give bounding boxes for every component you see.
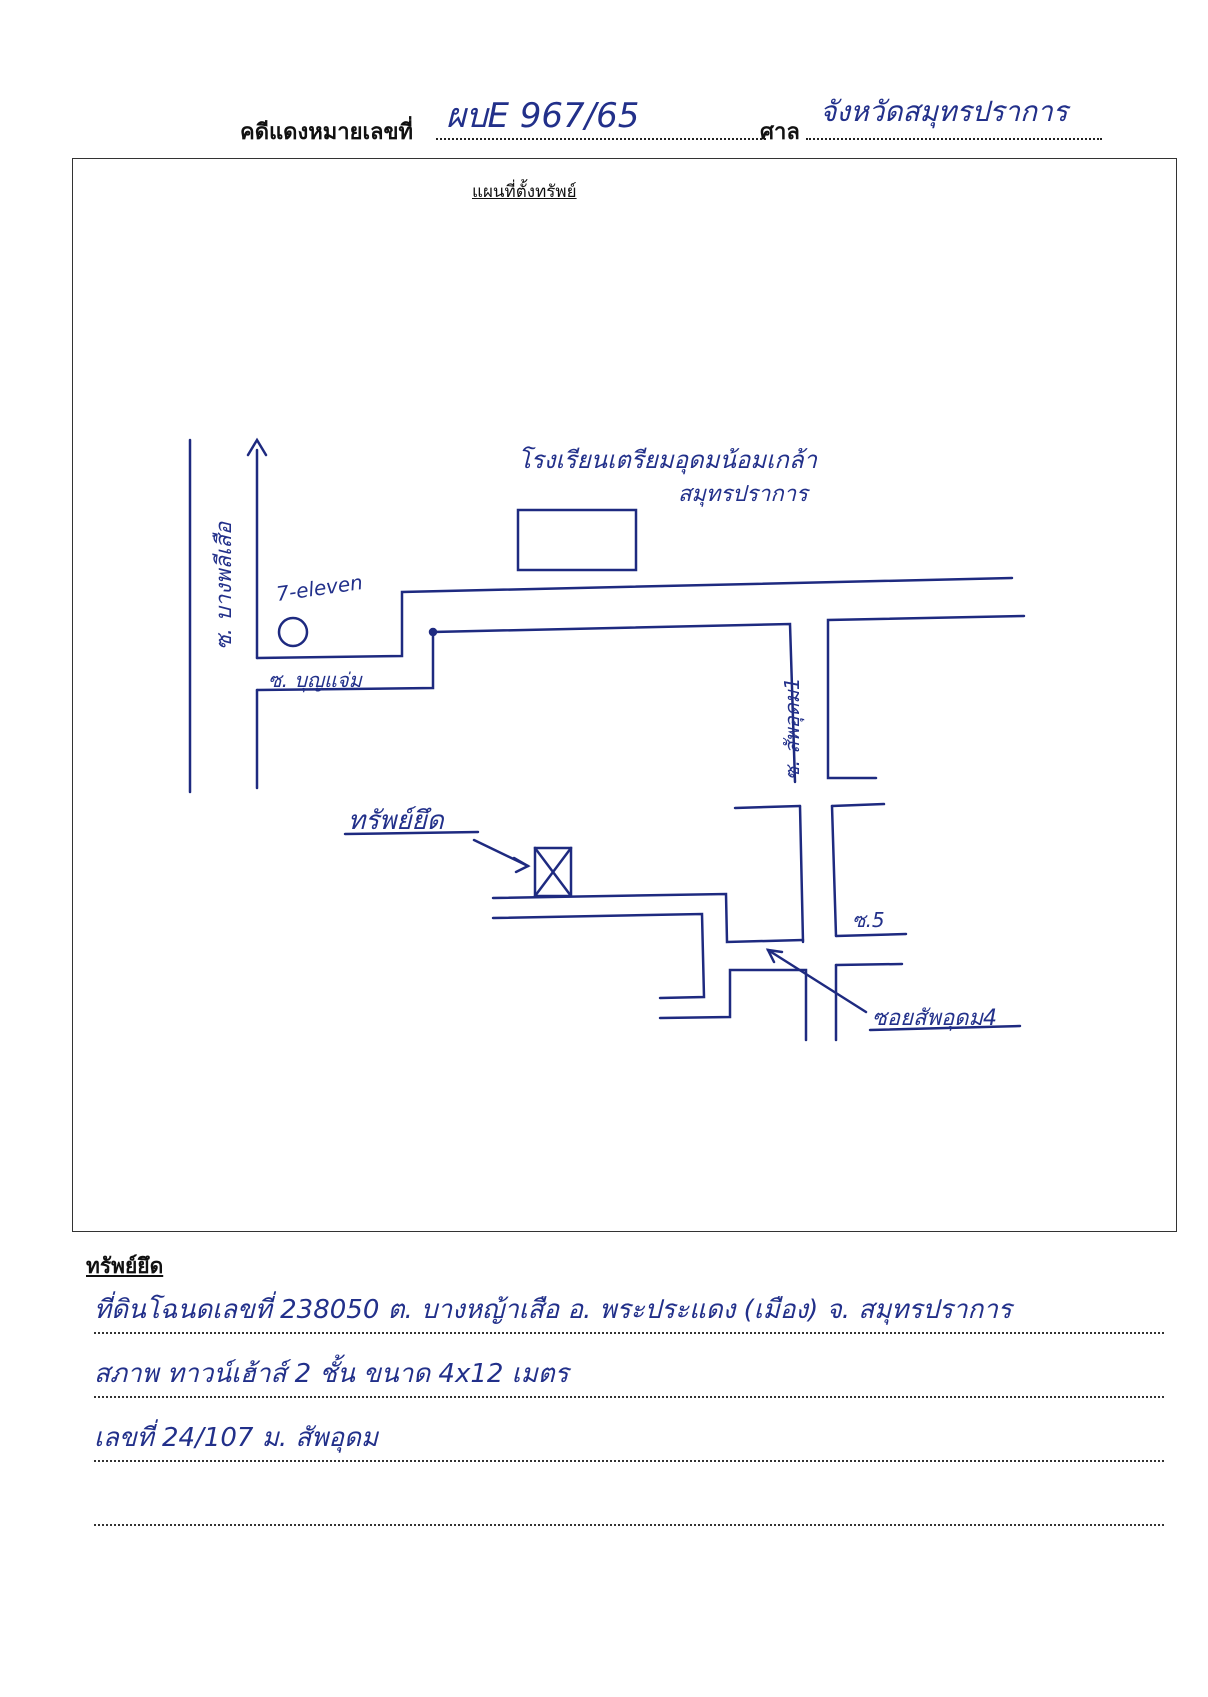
school-label: โรงเรียนเตรียมอุดมน้อมเกล้า bbox=[518, 446, 818, 474]
soi-4-label-underline bbox=[868, 1024, 1022, 1032]
document-header: คดีแดงหมายเลขที่ ผบE 967/65 ศาล จังหวัดส… bbox=[240, 88, 1140, 148]
soi-5-road bbox=[834, 932, 908, 938]
school-building bbox=[516, 508, 638, 572]
map-title: แผนที่ตั้งทรัพย์ bbox=[472, 182, 577, 202]
case-number-label: คดีแดงหมายเลขที่ bbox=[240, 119, 414, 145]
case-number-value: ผบE 967/65 bbox=[446, 96, 640, 136]
case-number-dotted-line bbox=[436, 138, 766, 140]
soi-sap-udom-right-edge bbox=[830, 804, 838, 938]
road-arrow-up bbox=[246, 437, 268, 457]
map-frame bbox=[72, 158, 1177, 1232]
soi-crossing-right bbox=[830, 802, 886, 808]
seized-detail-text-2: สภาพ ทาวน์เฮ้าส์ 2 ชั้น ขนาด 4x12 เมตร bbox=[94, 1359, 569, 1389]
seized-property-box bbox=[533, 846, 573, 898]
seized-detail-text-3: เลขที่ 24/107 ม. สัพอุดม bbox=[94, 1423, 379, 1453]
seized-detail-line-1: ที่ดินโฉนดเลขที่ 238050 ต. บางหญ้าเสือ อ… bbox=[94, 1292, 1164, 1334]
court-dotted-line bbox=[806, 138, 1102, 140]
seized-detail-line-3: เลขที่ 24/107 ม. สัพอุดม bbox=[94, 1420, 1164, 1462]
soi-sap-udom-4-branch bbox=[834, 962, 904, 967]
seized-property-section: ทรัพย์ยึด ที่ดินโฉนดเลขที่ 238050 ต. บาง… bbox=[86, 1250, 1166, 1526]
school-label-line2: สมุทรปราการ bbox=[678, 482, 808, 507]
court-label: ศาล bbox=[760, 119, 800, 145]
seized-property-heading: ทรัพย์ยึด bbox=[86, 1253, 164, 1278]
road-right-upper bbox=[826, 614, 1026, 780]
soi-bunchaem-label: ซ. บุญแจ่ม bbox=[268, 668, 362, 692]
lower-road-upper bbox=[491, 892, 805, 944]
court-value: จังหวัดสมุทรปราการ bbox=[820, 95, 1068, 128]
junction-dot bbox=[428, 627, 438, 637]
road-bang-phli-label: ซ. บางพลีเสือ bbox=[212, 521, 237, 650]
seized-property-map-label: ทรัพย์ยึด bbox=[348, 806, 444, 836]
seven-eleven-marker bbox=[277, 616, 309, 648]
soi-4-arrow bbox=[766, 948, 868, 1014]
soi-crossing-left bbox=[733, 804, 802, 810]
soi-bunchaem-lower bbox=[255, 622, 797, 784]
seized-detail-text-1: ที่ดินโฉนดเลขที่ 238050 ต. บางหญ้าเสือ อ… bbox=[94, 1295, 1012, 1325]
lower-road-lower-right bbox=[658, 968, 808, 1042]
soi-sap-udom-4-label: ซอยสัพอุดม4 bbox=[872, 1006, 997, 1031]
soi-5-label: ซ.5 bbox=[852, 908, 885, 932]
seized-label-underline bbox=[343, 830, 480, 836]
soi-sap-udom-left-edge bbox=[798, 804, 805, 944]
lower-road-lower-left bbox=[491, 912, 706, 1000]
soi-sap-udom-1-label: ซ. สัพอุดม1 bbox=[780, 677, 804, 780]
seized-detail-line-2: สภาพ ทาวน์เฮ้าส์ 2 ชั้น ขนาด 4x12 เมตร bbox=[94, 1356, 1164, 1398]
seized-detail-line-4 bbox=[94, 1484, 1164, 1526]
soi-bunchaem-upper bbox=[255, 576, 1014, 660]
